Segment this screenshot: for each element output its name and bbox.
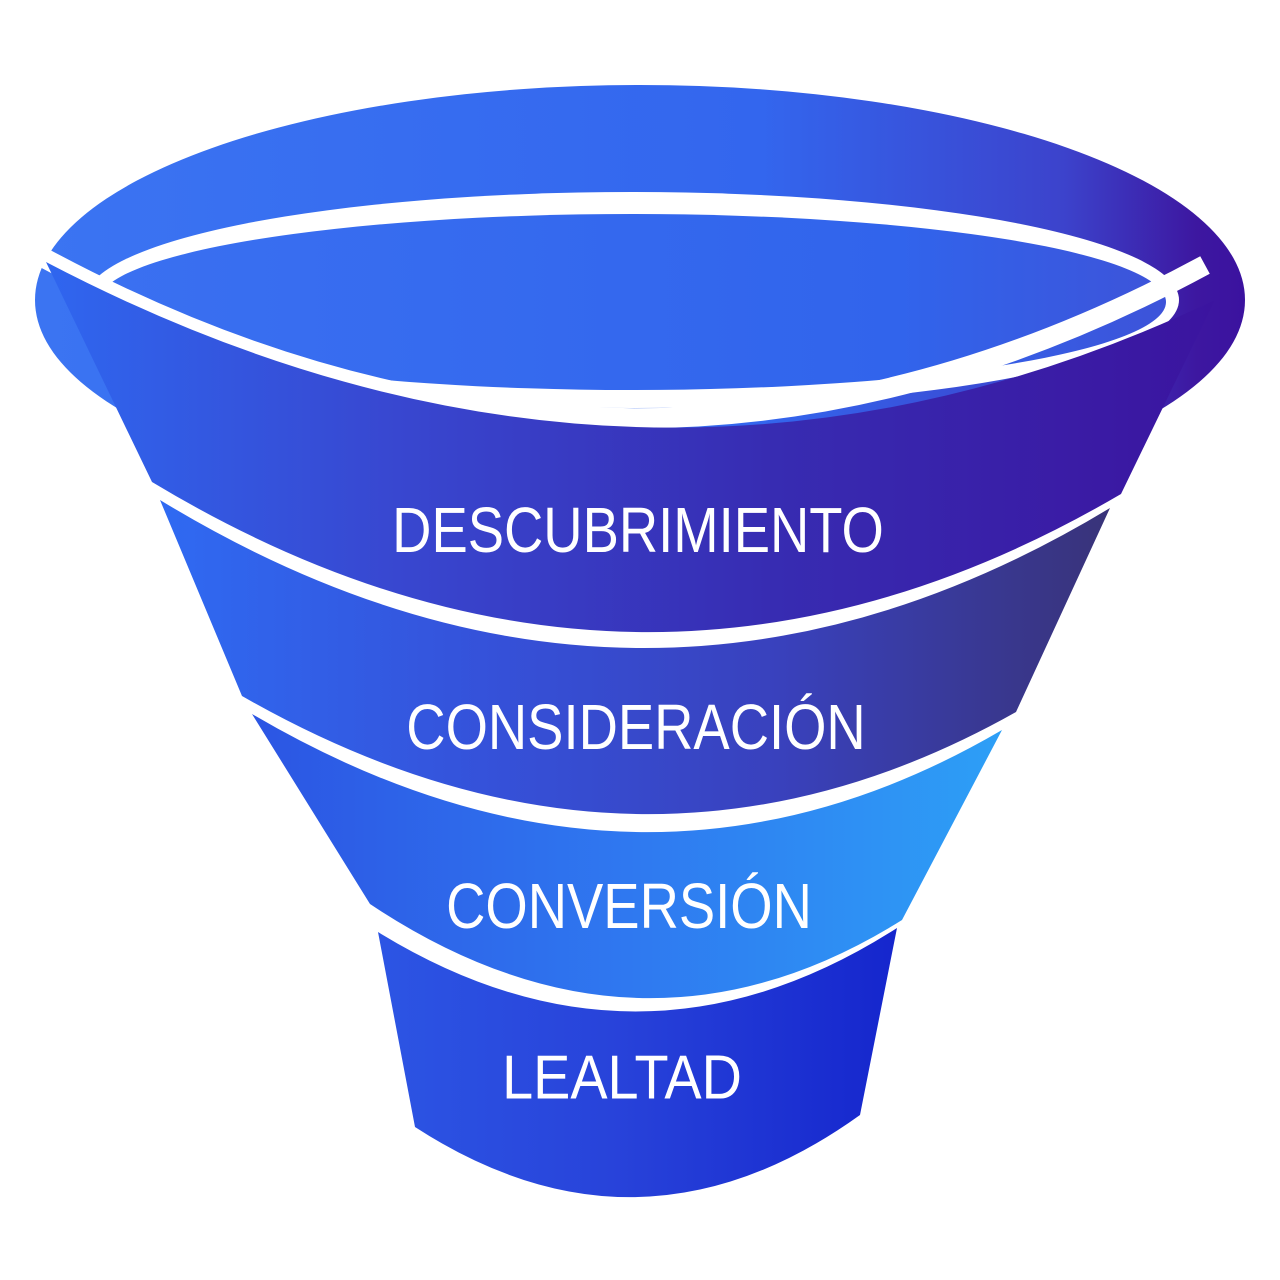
funnel-stage-3-shape (252, 714, 1002, 999)
funnel-stage-3-label: CONVERSIÓN (446, 870, 812, 942)
funnel-stage-1-shape (46, 262, 1215, 633)
funnel-stage-4-label: LEALTAD (502, 1043, 742, 1113)
funnel-stage-1-label: DESCUBRIMIENTO (392, 494, 884, 566)
funnel-stage-2-shape (160, 500, 1110, 815)
funnel-mouth (98, 214, 1166, 390)
funnel-stage-2-label: CONSIDERACIÓN (406, 691, 866, 763)
funnel-stage-4-shape (378, 928, 897, 1198)
rim-separator-line (39, 249, 1210, 429)
